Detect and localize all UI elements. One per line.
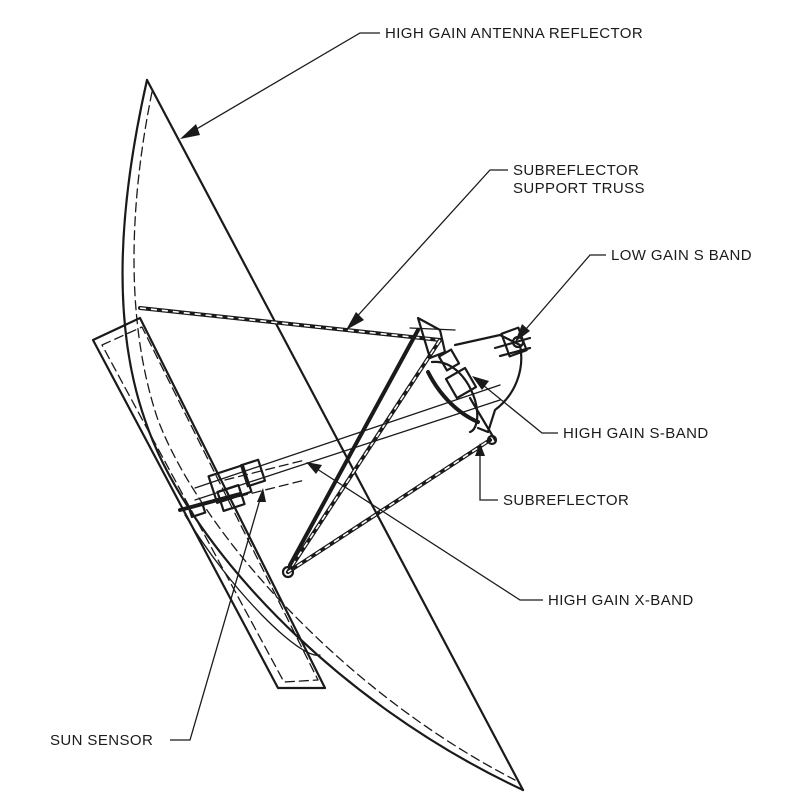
label-high-gain-s-band: HIGH GAIN S-BAND	[563, 425, 709, 442]
low-gain-s-band-antenna	[493, 326, 532, 358]
leader-lines	[170, 32, 606, 741]
label-subreflector-support-truss-line2: SUPPORT TRUSS	[513, 180, 645, 197]
label-high-gain-x-band: HIGH GAIN X-BAND	[548, 592, 694, 609]
label-low-gain-s-band: LOW GAIN S BAND	[611, 247, 752, 264]
label-sun-sensor: SUN SENSOR	[50, 732, 153, 749]
label-subreflector-support-truss-line1: SUBREFLECTOR	[513, 162, 639, 179]
subreflector-assembly	[409, 316, 523, 446]
label-high-gain-antenna-reflector: HIGH GAIN ANTENNA REFLECTOR	[385, 25, 643, 42]
subreflector-support-truss	[138, 306, 492, 579]
high-gain-antenna-reflector	[121, 78, 525, 792]
sun-sensor	[187, 501, 207, 519]
label-subreflector: SUBREFLECTOR	[503, 492, 629, 509]
